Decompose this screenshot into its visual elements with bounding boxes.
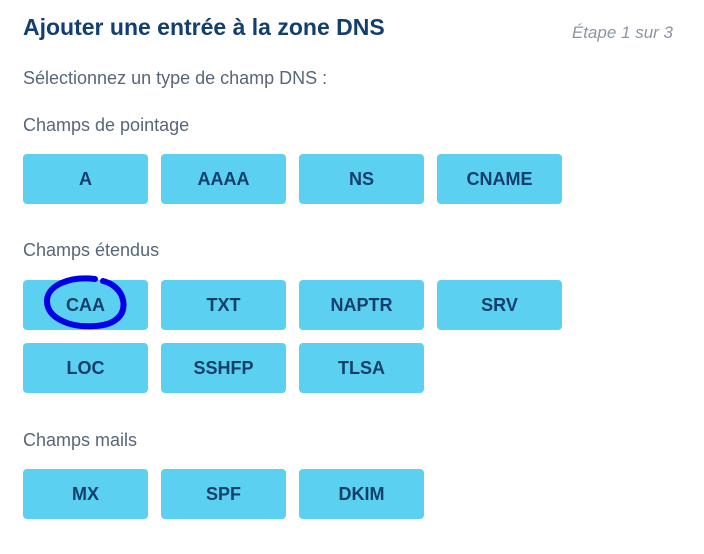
etendus-buttons-row1: CAA TXT NAPTR SRV [23,280,562,330]
step-indicator: Étape 1 sur 3 [571,23,673,42]
type-spf-button[interactable]: SPF [161,469,286,519]
type-ns-button[interactable]: NS [299,154,424,204]
prompt-text: Sélectionnez un type de champ DNS : [23,68,328,88]
pointage-buttons: A AAAA NS CNAME [23,154,562,204]
type-tlsa-button[interactable]: TLSA [299,343,424,393]
page-title: Ajouter une entrée à la zone DNS [23,14,385,40]
type-loc-button[interactable]: LOC [23,343,148,393]
type-sshfp-button[interactable]: SSHFP [161,343,286,393]
mails-buttons: MX SPF DKIM [23,469,424,519]
etendus-buttons-row2: LOC SSHFP TLSA [23,343,424,393]
type-srv-button[interactable]: SRV [437,280,562,330]
section-label-mails: Champs mails [23,430,138,450]
type-naptr-button[interactable]: NAPTR [299,280,424,330]
type-a-button[interactable]: A [23,154,148,204]
type-txt-button[interactable]: TXT [161,280,286,330]
section-label-etendus: Champs étendus [23,240,160,260]
section-label-pointage: Champs de pointage [23,115,190,135]
type-caa-button[interactable]: CAA [23,280,148,330]
type-dkim-button[interactable]: DKIM [299,469,424,519]
type-aaaa-button[interactable]: AAAA [161,154,286,204]
type-mx-button[interactable]: MX [23,469,148,519]
type-cname-button[interactable]: CNAME [437,154,562,204]
